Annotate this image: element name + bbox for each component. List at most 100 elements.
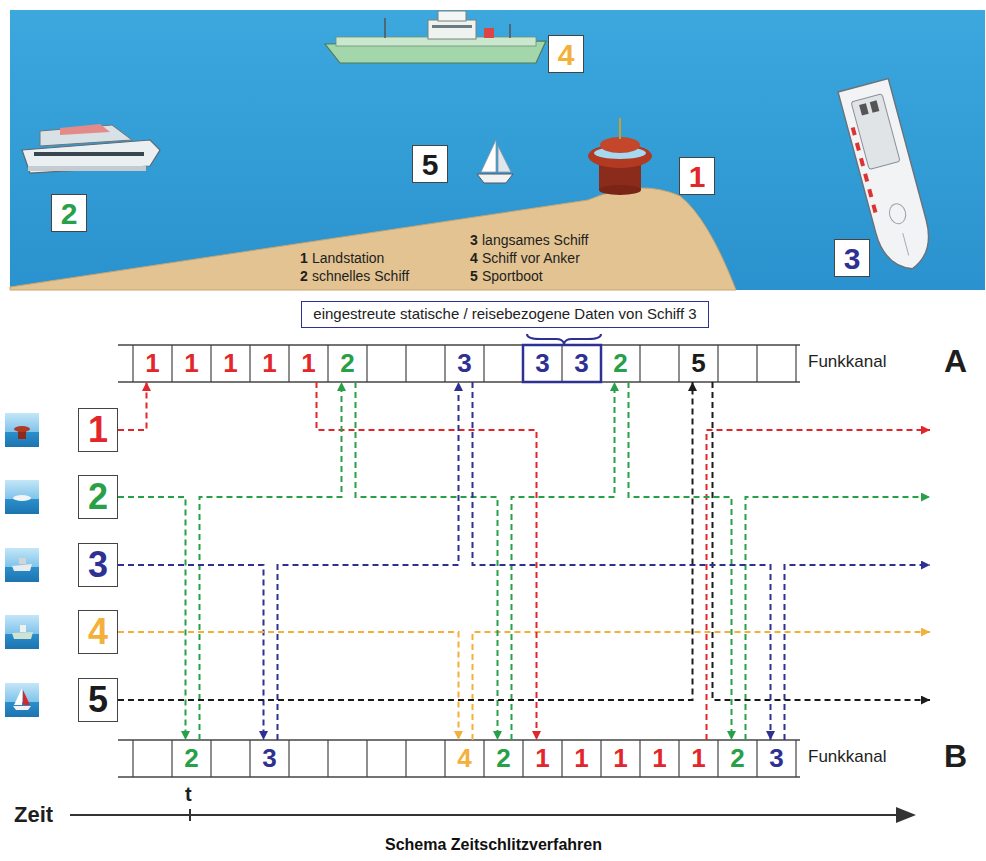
illustration-part (40, 125, 132, 146)
illustration-part (438, 11, 466, 21)
illustration-part (189, 809, 191, 821)
signal-connector (118, 565, 264, 740)
signal-connector (629, 382, 732, 740)
signal-connector (118, 382, 693, 700)
channel-strip (118, 345, 800, 382)
fast-ship (22, 124, 160, 173)
callout-number: 1 (679, 157, 715, 195)
time-slot: 3 (523, 345, 562, 382)
signal-connector (118, 497, 186, 740)
illustration-part (5, 683, 39, 717)
illustration-part (5, 413, 39, 447)
slow-ship (838, 79, 937, 276)
slot-number: 1 (613, 744, 627, 773)
signal-connector (473, 382, 771, 740)
illustration-part (23, 690, 30, 705)
time-slot: 1 (172, 345, 211, 382)
illustration-part (619, 118, 621, 139)
slot-number: 2 (61, 197, 78, 230)
timeline-continuation (785, 565, 931, 740)
illustration-part (118, 381, 800, 383)
station-box: 4 (78, 610, 118, 654)
legend-key-text: Landstation (312, 250, 384, 266)
illustration-part (432, 25, 472, 28)
slot-number: 1 (88, 410, 108, 450)
time-slot: 1 (211, 345, 250, 382)
channel-label: A (944, 343, 967, 380)
channel-label: B (944, 738, 967, 775)
station-icon (5, 413, 39, 447)
slot-number: 4 (457, 744, 471, 773)
illustration-part (12, 564, 32, 571)
land-station-tower (588, 118, 652, 195)
slot-number: 4 (88, 612, 108, 652)
slot-number: 1 (184, 349, 198, 378)
illustration-part (384, 18, 386, 38)
slot-number: 3 (844, 242, 861, 275)
callout-number: 5 (412, 145, 448, 183)
time-slot: 1 (640, 740, 679, 777)
station-box: 3 (78, 543, 118, 587)
station-icon (5, 615, 39, 649)
illustration-part (428, 20, 476, 39)
illustration-part (859, 158, 865, 167)
slot-number: 5 (691, 349, 705, 378)
illustration-part (70, 814, 900, 816)
signal-connector (278, 382, 459, 740)
illustration-part (838, 79, 937, 276)
illustration-part (867, 189, 873, 198)
time-slot: 1 (133, 345, 172, 382)
illustration-part (851, 127, 857, 136)
legend-key-text: 4 (470, 250, 478, 266)
time-slot: 3 (445, 345, 484, 382)
time-slot: 5 (679, 345, 718, 382)
time-slot: 2 (718, 740, 757, 777)
illustration-part (523, 345, 601, 382)
illustration-part (887, 202, 908, 225)
station-box: 5 (78, 678, 118, 722)
time-slot: 2 (328, 345, 367, 382)
time-slot: 2 (601, 345, 640, 382)
slot-number: 1 (301, 349, 315, 378)
slot-number: 1 (574, 744, 588, 773)
illustration-part (509, 24, 511, 38)
station-icon (5, 683, 39, 717)
time-axis (70, 807, 916, 823)
legend-key-text: schnelles Schiff (312, 268, 409, 284)
channel-label: Funkkanal (808, 352, 886, 372)
illustration-part (5, 480, 39, 514)
slot-number: 1 (691, 744, 705, 773)
illustration-part (34, 152, 144, 156)
time-slot: 3 (250, 740, 289, 777)
illustration-part (863, 173, 869, 182)
illustration-part (118, 776, 800, 778)
slot-number: 2 (340, 349, 354, 378)
illustration-part (60, 124, 110, 135)
illustration-part (855, 142, 861, 151)
illustration-part (481, 140, 496, 172)
time-slot: 3 (757, 740, 796, 777)
illustration-part (859, 103, 869, 115)
channel-strip (118, 740, 800, 777)
illustration-part (870, 100, 880, 112)
illustration-part (28, 166, 146, 171)
signal-connector (118, 632, 459, 740)
figure-caption: Schema Zeitschlitzverfahren (385, 836, 602, 854)
illustration-part (133, 345, 796, 382)
station-box: 1 (78, 408, 118, 452)
slot-number: 3 (457, 349, 471, 378)
land-area (10, 188, 736, 290)
time-slot: 2 (172, 740, 211, 777)
illustration-part (20, 625, 26, 632)
illustration-part (498, 146, 511, 172)
slot-number: 4 (558, 38, 575, 71)
illustration-part (851, 94, 900, 170)
slot-number: 1 (223, 349, 237, 378)
note-text: eingestreute statische / reisebezogene D… (313, 306, 696, 323)
slot-number: 3 (262, 744, 276, 773)
slot-number: 2 (184, 744, 198, 773)
timeline-continuation (707, 430, 931, 740)
illustration-part (14, 688, 22, 705)
timeline-continuation (713, 382, 931, 700)
